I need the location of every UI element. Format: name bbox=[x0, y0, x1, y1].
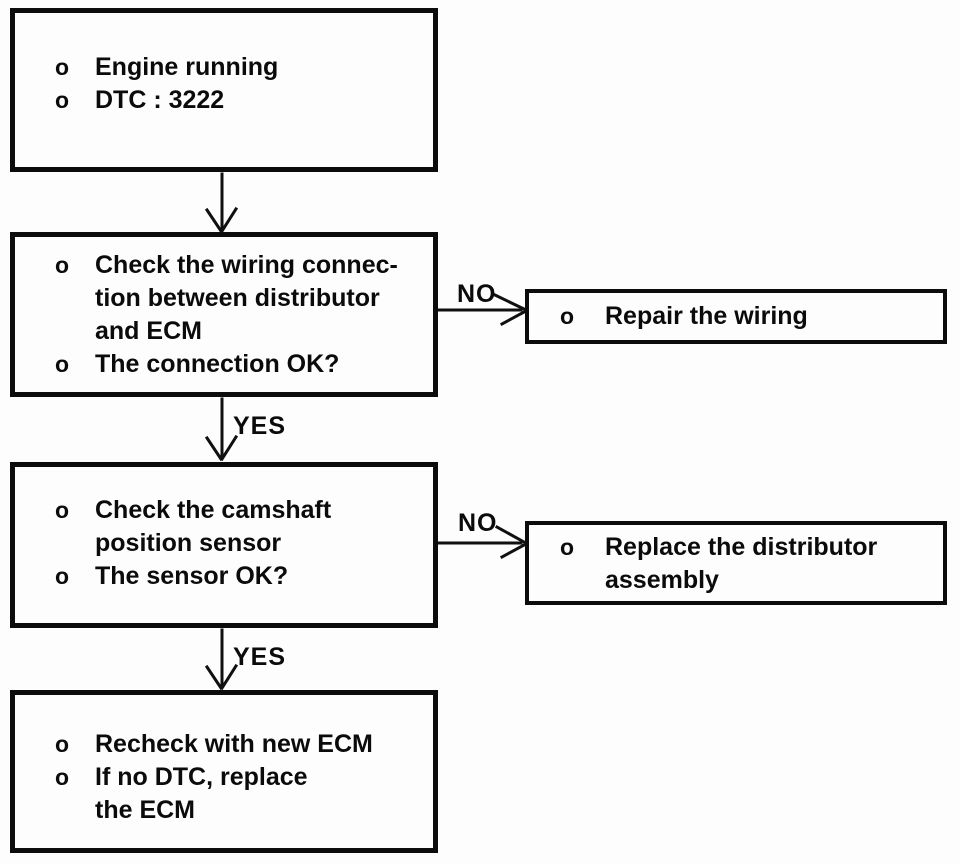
node-start-conditions: o Engine running o DTC : 3222 bbox=[10, 8, 438, 172]
node-text: Repair the wiring bbox=[605, 302, 808, 330]
list-item: o The connection OK? bbox=[55, 348, 425, 381]
edge-label-no: NO bbox=[458, 509, 498, 537]
node-text: Engine running bbox=[95, 53, 279, 81]
bullet-marker: o bbox=[560, 303, 575, 329]
bullet-marker: o bbox=[55, 351, 70, 377]
node-text: Recheck with new ECM bbox=[95, 730, 373, 758]
list-item: o The sensor OK? bbox=[55, 560, 425, 593]
bullet-marker: o bbox=[55, 563, 70, 589]
node-check-wiring: o Check the wiring connec- tion between … bbox=[10, 232, 438, 397]
node-text: Check the wiring connec- tion between di… bbox=[95, 251, 398, 345]
arrow-check-camshaft-to-recheck-ecm bbox=[204, 628, 239, 691]
node-text: The connection OK? bbox=[95, 350, 340, 378]
node-text: If no DTC, replace the ECM bbox=[95, 763, 308, 824]
bullet-marker: o bbox=[55, 497, 70, 523]
node-text: The sensor OK? bbox=[95, 562, 289, 590]
edge-label-yes: YES bbox=[233, 643, 287, 671]
arrow-check-camshaft-to-replace-distributor bbox=[435, 524, 527, 560]
bullet-marker: o bbox=[55, 54, 70, 80]
bullet-marker: o bbox=[55, 764, 70, 790]
list-item: o Replace the distributor assembly bbox=[560, 531, 935, 597]
bullet-marker: o bbox=[55, 87, 70, 113]
list-item: o Repair the wiring bbox=[560, 300, 935, 333]
node-text: Check the camshaft position sensor bbox=[95, 496, 332, 557]
node-text: Replace the distributor assembly bbox=[605, 533, 878, 594]
arrow-start-to-check-wiring bbox=[204, 172, 239, 234]
list-item: o Recheck with new ECM bbox=[55, 728, 425, 761]
list-item: o Engine running bbox=[55, 51, 425, 84]
node-repair-wiring: o Repair the wiring bbox=[525, 289, 947, 344]
bullet-marker: o bbox=[55, 731, 70, 757]
list-item: o DTC : 3222 bbox=[55, 84, 425, 117]
arrow-check-wiring-to-check-camshaft bbox=[204, 397, 239, 462]
list-item: o Check the wiring connec- tion between … bbox=[55, 249, 425, 348]
edge-label-yes: YES bbox=[233, 412, 287, 440]
node-recheck-ecm: o Recheck with new ECM o If no DTC, repl… bbox=[10, 690, 438, 853]
node-text: DTC : 3222 bbox=[95, 86, 225, 114]
bullet-marker: o bbox=[560, 534, 575, 560]
arrow-check-wiring-to-repair-wiring bbox=[435, 292, 527, 327]
node-replace-distributor: o Replace the distributor assembly bbox=[525, 521, 947, 605]
bullet-marker: o bbox=[55, 252, 70, 278]
edge-label-no: NO bbox=[457, 280, 497, 308]
node-check-camshaft: o Check the camshaft position sensor o T… bbox=[10, 462, 438, 628]
list-item: o If no DTC, replace the ECM bbox=[55, 761, 425, 827]
list-item: o Check the camshaft position sensor bbox=[55, 494, 425, 560]
